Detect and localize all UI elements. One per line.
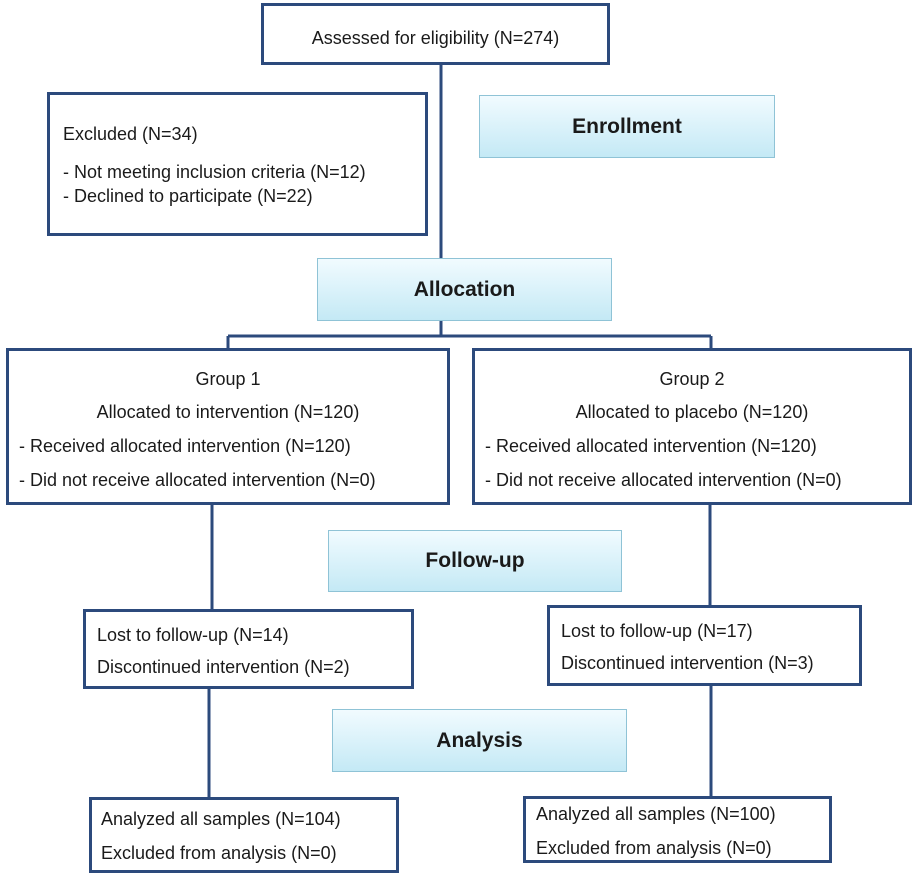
assessed-box: Assessed for eligibility (N=274) bbox=[261, 3, 610, 65]
group1-analysis-box: Analyzed all samples (N=104) Excluded fr… bbox=[89, 797, 399, 873]
group2-allocated: Allocated to placebo (N=120) bbox=[575, 402, 809, 422]
group2-received: - Received allocated intervention (N=120… bbox=[485, 436, 817, 456]
group2-analyzed: Analyzed all samples (N=100) bbox=[536, 804, 776, 824]
group1-allocation-box: Group 1 Allocated to intervention (N=120… bbox=[6, 348, 450, 505]
group2-excluded-analysis: Excluded from analysis (N=0) bbox=[536, 838, 772, 858]
group1-analyzed: Analyzed all samples (N=104) bbox=[101, 809, 341, 829]
excluded-title: Excluded (N=34) bbox=[63, 124, 198, 144]
stage-allocation: Allocation bbox=[317, 258, 612, 321]
group1-followup-box: Lost to follow-up (N=14) Discontinued in… bbox=[83, 609, 414, 689]
group1-allocated: Allocated to intervention (N=120) bbox=[96, 402, 360, 422]
stage-enrollment: Enrollment bbox=[479, 95, 775, 158]
group2-discontinued: Discontinued intervention (N=3) bbox=[561, 653, 814, 673]
group2-analysis-box: Analyzed all samples (N=100) Excluded fr… bbox=[523, 796, 832, 863]
group1-discontinued: Discontinued intervention (N=2) bbox=[97, 657, 350, 677]
group1-name: Group 1 bbox=[195, 369, 261, 389]
excluded-box: Excluded (N=34) - Not meeting inclusion … bbox=[47, 92, 428, 236]
stage-followup: Follow-up bbox=[328, 530, 622, 592]
group2-name: Group 2 bbox=[659, 369, 725, 389]
group2-allocation-box: Group 2 Allocated to placebo (N=120) - R… bbox=[472, 348, 912, 505]
group2-lost: Lost to follow-up (N=17) bbox=[561, 621, 753, 641]
stage-analysis: Analysis bbox=[332, 709, 627, 772]
group2-followup-box: Lost to follow-up (N=17) Discontinued in… bbox=[547, 605, 862, 686]
group1-not-received: - Did not receive allocated intervention… bbox=[19, 470, 376, 490]
group1-received: - Received allocated intervention (N=120… bbox=[19, 436, 351, 456]
excluded-item-inclusion: - Not meeting inclusion criteria (N=12) bbox=[63, 162, 366, 182]
excluded-item-declined: - Declined to participate (N=22) bbox=[63, 186, 313, 206]
group2-not-received: - Did not receive allocated intervention… bbox=[485, 470, 842, 490]
group1-lost: Lost to follow-up (N=14) bbox=[97, 625, 289, 645]
assessed-text: Assessed for eligibility (N=274) bbox=[311, 28, 560, 48]
group1-excluded-analysis: Excluded from analysis (N=0) bbox=[101, 843, 337, 863]
